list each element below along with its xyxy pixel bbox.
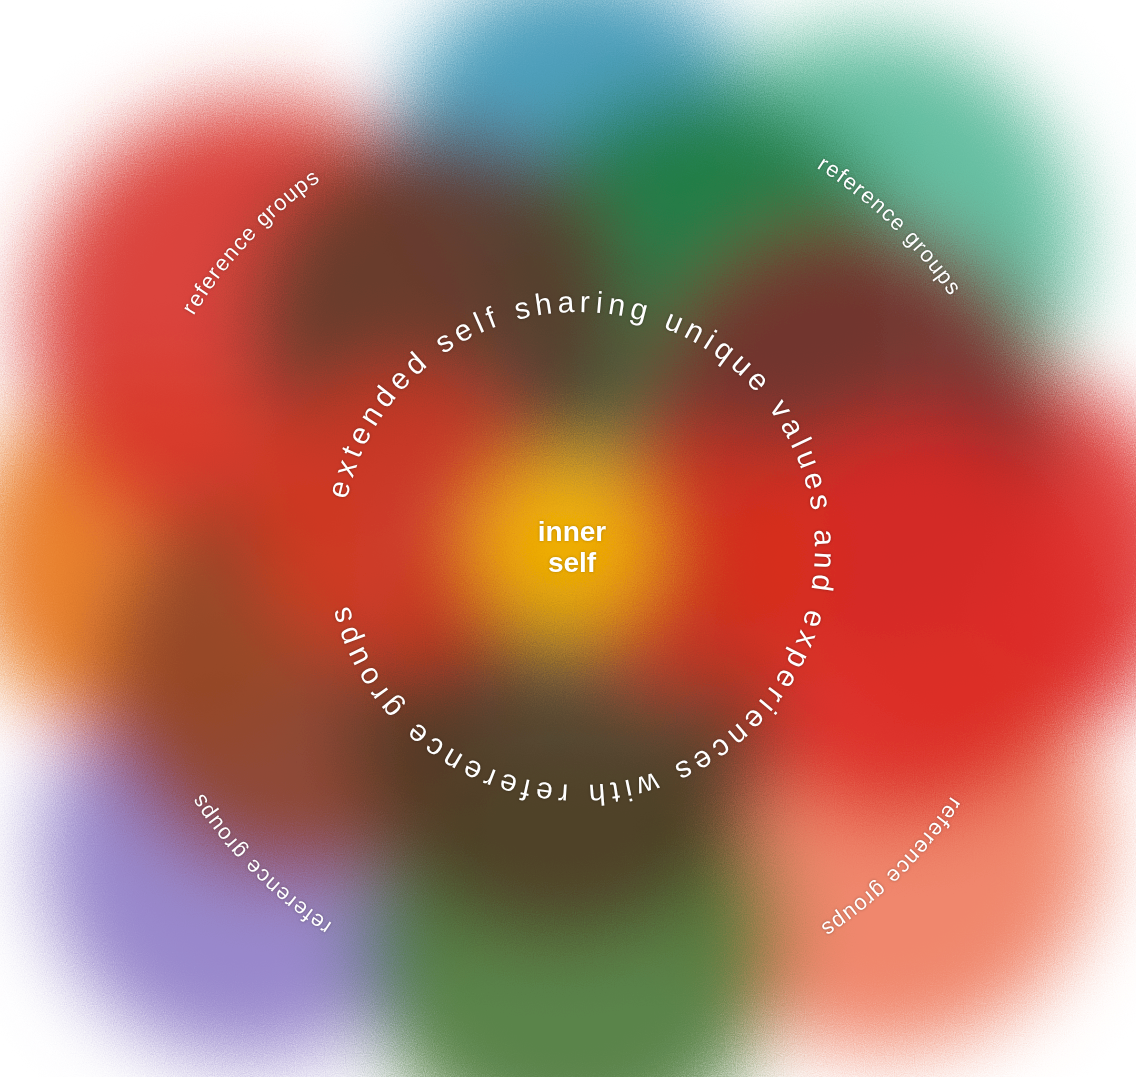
curved-letter (807, 513, 838, 525)
inner-self-core: inner self (534, 513, 610, 583)
curved-letter: a (809, 528, 840, 546)
curved-letter: s (511, 292, 532, 325)
curved-label: reference groups (80, 60, 420, 400)
extended-self-ring: extended self sharing unique values and … (278, 248, 878, 848)
curved-label: reference groups (716, 700, 1056, 1040)
curved-letter: i (595, 287, 604, 317)
reference-group-petal: reference groups (80, 700, 420, 1040)
curved-letter: e (322, 477, 355, 500)
reference-group-petal: reference groups (80, 60, 420, 400)
curved-letter: u (791, 445, 825, 471)
curved-letter: r (579, 286, 590, 316)
reference-group-petal: reference groups (716, 700, 1056, 1040)
reference-group-petal: reference groups (716, 60, 1056, 400)
curved-letter: e (495, 767, 520, 801)
curved-letter: g (627, 293, 651, 326)
curved-letter: p (331, 622, 365, 648)
curved-letter: s (804, 491, 836, 511)
curved-label: reference groups (80, 700, 420, 1040)
curved-letter: w (633, 767, 662, 802)
curved-letter: f (518, 773, 533, 804)
curved-letter: e (797, 606, 831, 631)
curved-letter: d (806, 572, 838, 593)
curved-letter: e (798, 468, 831, 492)
curved-letter: x (328, 456, 361, 480)
curved-letter: h (587, 778, 606, 809)
curved-letter (574, 779, 582, 809)
curved-letter: a (556, 286, 574, 317)
curved-letter (496, 297, 513, 328)
curved-letter: t (609, 776, 622, 807)
curved-letter (803, 593, 834, 608)
curved-letter: h (532, 288, 553, 320)
curved-letter: n (809, 551, 840, 569)
core-label: inner self (538, 517, 606, 579)
curved-letter: n (606, 288, 627, 320)
curved-letter: i (622, 774, 635, 805)
curved-letter: r (557, 779, 569, 810)
curved-label: reference groups (716, 60, 1056, 400)
curved-letter: s (324, 604, 357, 627)
curved-letter: e (533, 776, 554, 808)
